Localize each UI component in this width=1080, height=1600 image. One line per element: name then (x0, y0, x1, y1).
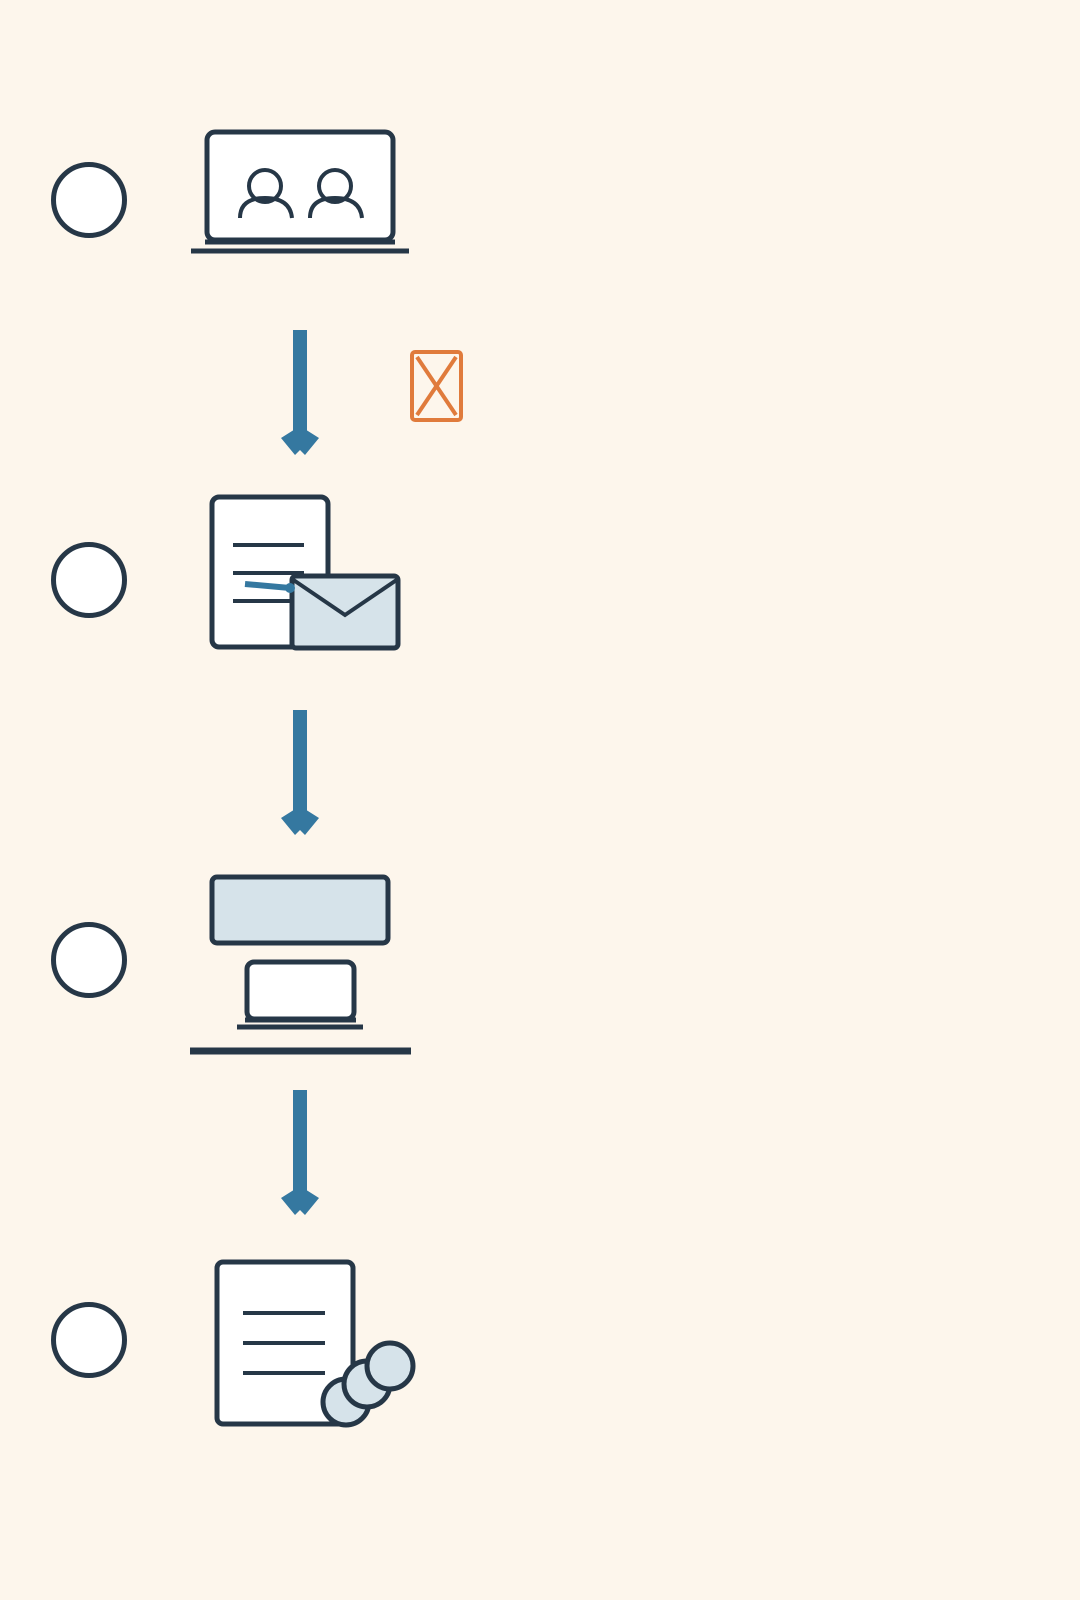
crossed-box-icon (410, 350, 463, 422)
step-3-circle (51, 922, 127, 998)
step-1-circle (51, 162, 127, 238)
step-2-circle (51, 542, 127, 618)
arrow-down-icon (281, 710, 319, 835)
desktop-workstation-icon (190, 874, 411, 1055)
document-coins-icon (214, 1259, 416, 1428)
video-call-laptop-icon (191, 129, 409, 254)
arrow-down-icon (281, 330, 319, 455)
step-4-circle (51, 1302, 127, 1378)
document-envelope-icon (209, 494, 401, 651)
arrow-down-icon (281, 1090, 319, 1215)
